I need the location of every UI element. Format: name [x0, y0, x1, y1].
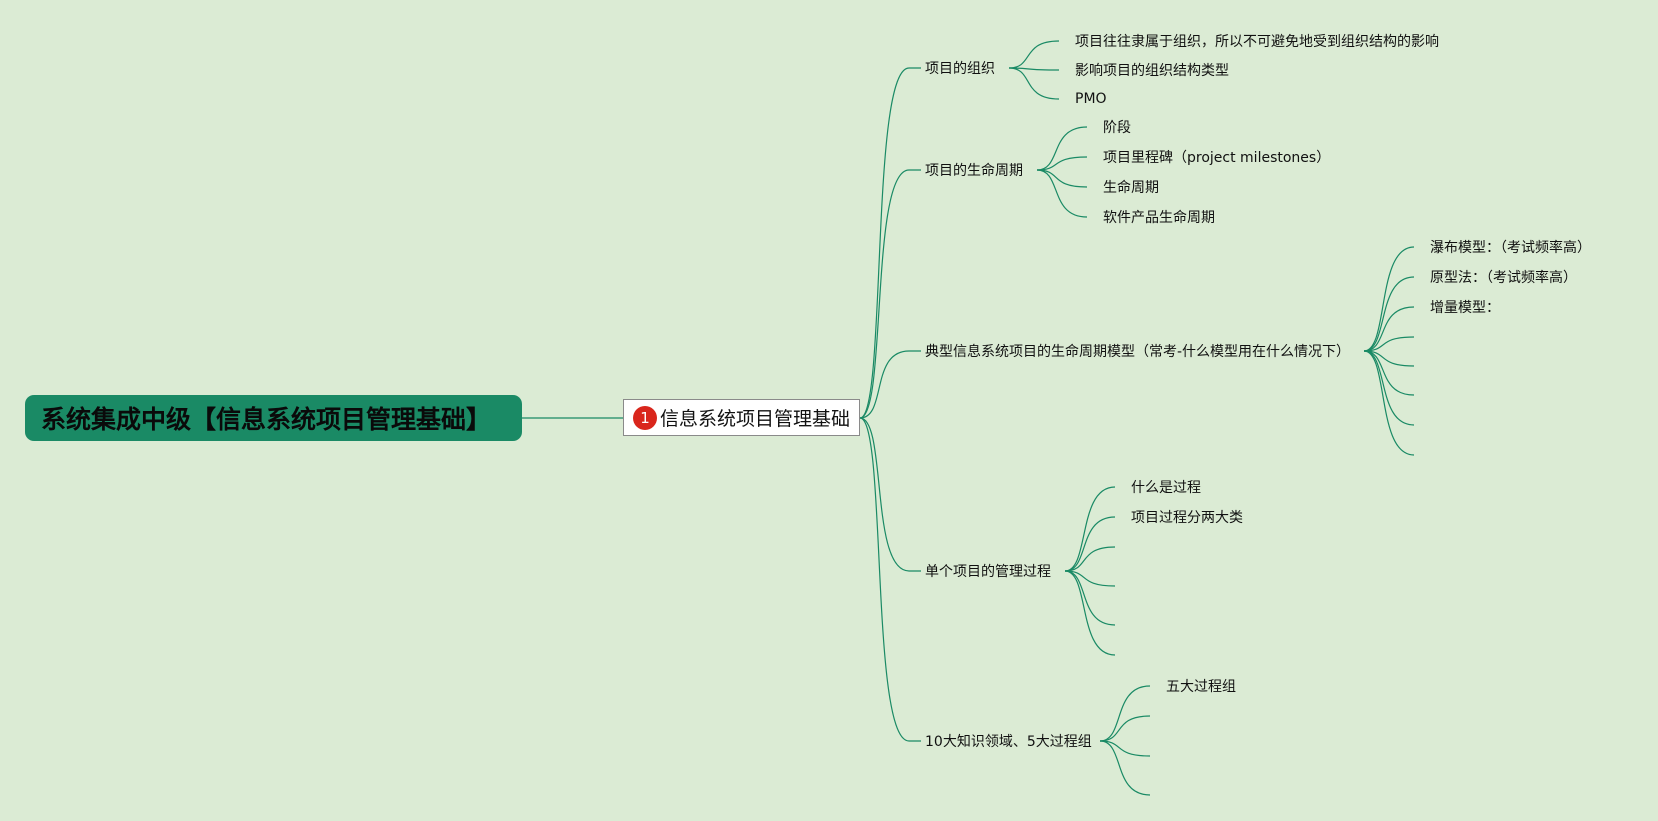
subtopic-connector: [1064, 570, 1116, 656]
subtopic-connector: [1064, 546, 1116, 572]
subtopic-connector: [1064, 486, 1116, 572]
subtopic-connector: [1099, 740, 1151, 796]
branch-connector: [859, 169, 921, 419]
subtopic-connector: [1363, 306, 1415, 352]
subtopic-2-2[interactable]: 项目里程碑（project milestones）: [1103, 150, 1331, 166]
subtopic-connector: [1064, 570, 1116, 587]
subtopic-2-3[interactable]: 生命周期: [1103, 180, 1159, 196]
branch-topic-3[interactable]: 典型信息系统项目的生命周期模型（常考-什么模型用在什么情况下）: [925, 344, 1351, 360]
subtopic-3-3[interactable]: 增量模型：: [1430, 300, 1500, 316]
priority-1-icon: 1: [632, 405, 657, 430]
subtopic-connector: [1064, 516, 1116, 572]
subtopic-connector: [1064, 570, 1116, 626]
subtopic-5-1[interactable]: 五大过程组: [1166, 679, 1236, 695]
branch-connector: [859, 417, 921, 742]
root-topic-label: 系统集成中级【信息系统项目管理基础】: [41, 405, 492, 434]
subtopic-connector: [1363, 350, 1415, 456]
subtopic-connector: [1099, 685, 1151, 742]
subtopic-4-1[interactable]: 什么是过程: [1131, 480, 1201, 496]
branch-topic-4[interactable]: 单个项目的管理过程: [925, 564, 1051, 580]
branch-connector: [859, 67, 921, 419]
subtopic-connector: [1099, 740, 1151, 757]
branch-topic-2[interactable]: 项目的生命周期: [925, 163, 1023, 179]
main-topic[interactable]: 1 信息系统项目管理基础: [623, 399, 860, 436]
subtopic-1-1[interactable]: 项目往往隶属于组织，所以不可避免地受到组织结构的影响: [1075, 34, 1439, 50]
subtopic-connector: [1099, 715, 1151, 742]
subtopic-connector: [1363, 276, 1415, 352]
subtopic-connector: [1008, 67, 1060, 71]
subtopic-4-2[interactable]: 项目过程分两大类: [1131, 510, 1243, 526]
subtopic-1-2[interactable]: 影响项目的组织结构类型: [1075, 63, 1229, 79]
subtopic-connector: [1363, 350, 1415, 367]
subtopic-connector: [1363, 350, 1415, 396]
branch-connector: [859, 417, 921, 572]
root-topic[interactable]: 系统集成中级【信息系统项目管理基础】: [25, 395, 522, 441]
branch-topic-1[interactable]: 项目的组织: [925, 61, 995, 77]
subtopic-connector: [1363, 336, 1415, 352]
subtopic-2-1[interactable]: 阶段: [1103, 120, 1131, 136]
subtopic-connector: [1363, 246, 1415, 352]
subtopic-connector: [1008, 67, 1060, 100]
branch-connector: [859, 350, 921, 419]
subtopic-connector: [1036, 156, 1088, 171]
subtopic-connector: [1036, 126, 1088, 171]
branch-topic-5[interactable]: 10大知识领域、5大过程组: [925, 734, 1092, 750]
subtopic-connector: [1036, 169, 1088, 218]
subtopic-2-4[interactable]: 软件产品生命周期: [1103, 210, 1215, 226]
subtopic-connector: [1036, 169, 1088, 188]
subtopic-connector: [1008, 40, 1060, 69]
main-topic-label: 信息系统项目管理基础: [659, 408, 850, 430]
subtopic-3-1[interactable]: 瀑布模型：（考试频率高）: [1430, 240, 1591, 256]
subtopic-1-3[interactable]: PMO: [1075, 91, 1107, 107]
subtopic-3-2[interactable]: 原型法：（考试频率高）: [1430, 270, 1577, 286]
